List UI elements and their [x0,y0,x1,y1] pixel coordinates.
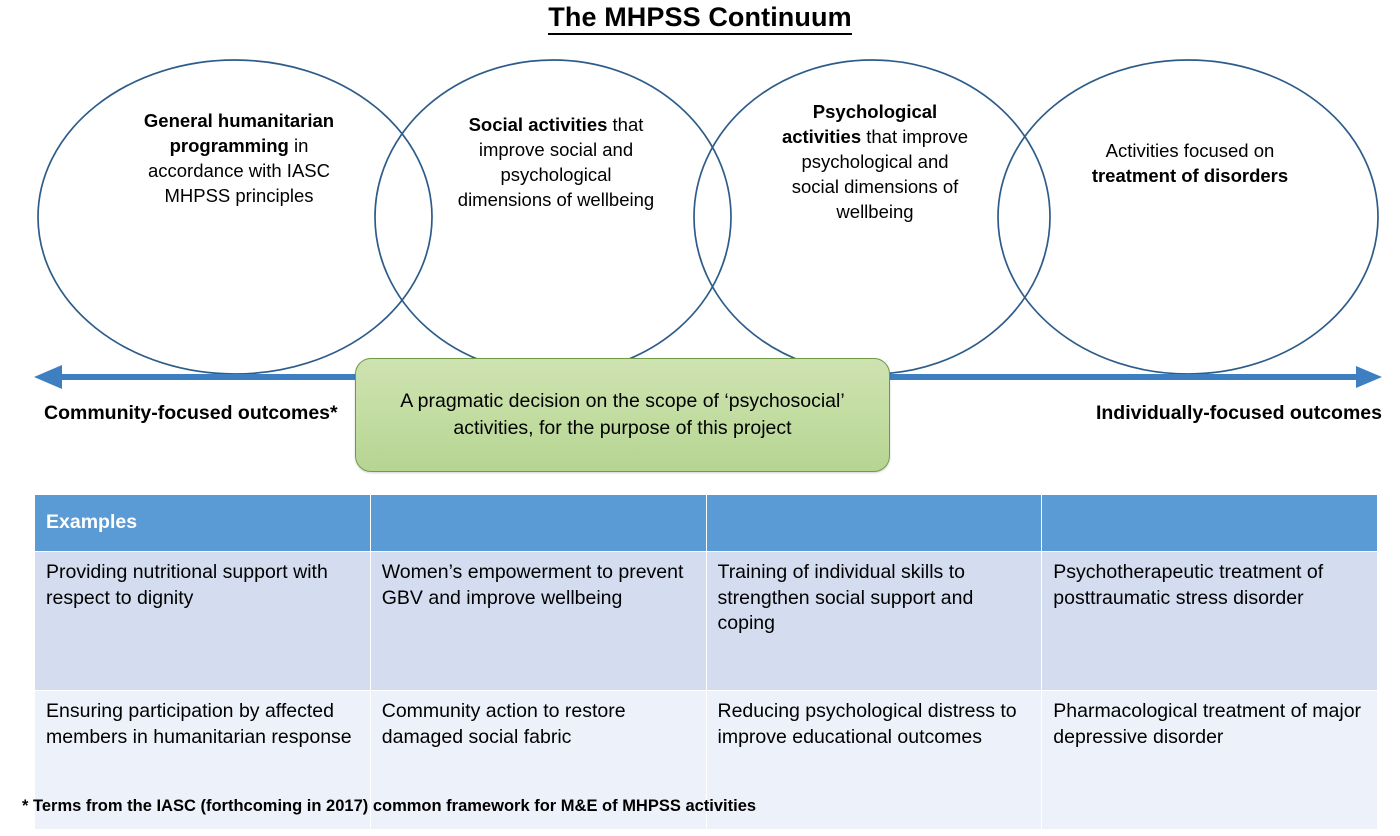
table-row: Ensuring participation by affected membe… [34,690,1378,830]
table-row: Providing nutritional support with respe… [34,551,1378,691]
pragmatic-decision-callout-text: A pragmatic decision on the scope of ‘ps… [400,390,845,439]
examples-table: Examples Providing nutritional support w… [34,494,1378,830]
ellipse-outlines [37,59,1379,375]
axis-label-community-focused: Community-focused outcomes* [44,402,338,424]
footnote: * Terms from the IASC (forthcoming in 20… [22,797,757,815]
table-cell: Training of individual skills to strengt… [705,551,1043,691]
table-cell: Providing nutritional support with respe… [34,551,371,691]
ellipse-label-2-bold: Social activities [468,114,608,135]
table-cell: Reducing psychological distress to impro… [705,690,1043,830]
table-header-cell-2 [369,494,707,552]
axis-label-individually-focused: Individually-focused outcomes [1095,402,1382,424]
ellipse-1 [37,59,433,375]
ellipse-label-4-bold: treatment of disorders [1091,164,1289,186]
ellipse-label-3-bold: Psychological activities [781,101,938,147]
page-title: The MHPSS Continuum [0,2,1400,35]
ellipse-label-3: Psychological activities that improve ps… [780,100,970,225]
pragmatic-decision-callout: A pragmatic decision on the scope of ‘ps… [355,358,890,472]
ellipse-label-4: Activities focused on treatment of disor… [1090,139,1290,189]
table-cell: Women’s empowerment to prevent GBV and i… [369,551,707,691]
table-header-cell-3 [705,494,1043,552]
table-header-cell-4 [1041,494,1378,552]
continuum-ellipses: General humanitarian programming in acco… [0,52,1400,382]
ellipse-label-1-rest: in accordance with IASC MHPSS principles [147,134,330,206]
table-cell: Psychotherapeutic treatment of posttraum… [1041,551,1378,691]
table-header-row: Examples [34,494,1378,552]
ellipse-label-2-rest: that improve social and psychological di… [457,114,655,210]
ellipse-label-2: Social activities that improve social an… [452,113,660,213]
ellipse-2 [374,59,732,375]
ellipse-label-1-bold: General humanitarian programming [143,110,335,156]
ellipse-label-1: General humanitarian programming in acco… [130,109,348,209]
page-title-text: The MHPSS Continuum [548,2,852,35]
table-cell: Community action to restore damaged soci… [369,690,707,830]
table-cell: Pharmacological treatment of major depre… [1041,690,1378,830]
table-cell: Ensuring participation by affected membe… [34,690,371,830]
ellipse-label-3-rest: that improve psychological and social di… [791,125,969,222]
ellipse-4 [997,59,1379,375]
table-header-cell-1: Examples [34,494,371,552]
ellipse-label-4-rest: Activities focused on [1105,140,1275,161]
